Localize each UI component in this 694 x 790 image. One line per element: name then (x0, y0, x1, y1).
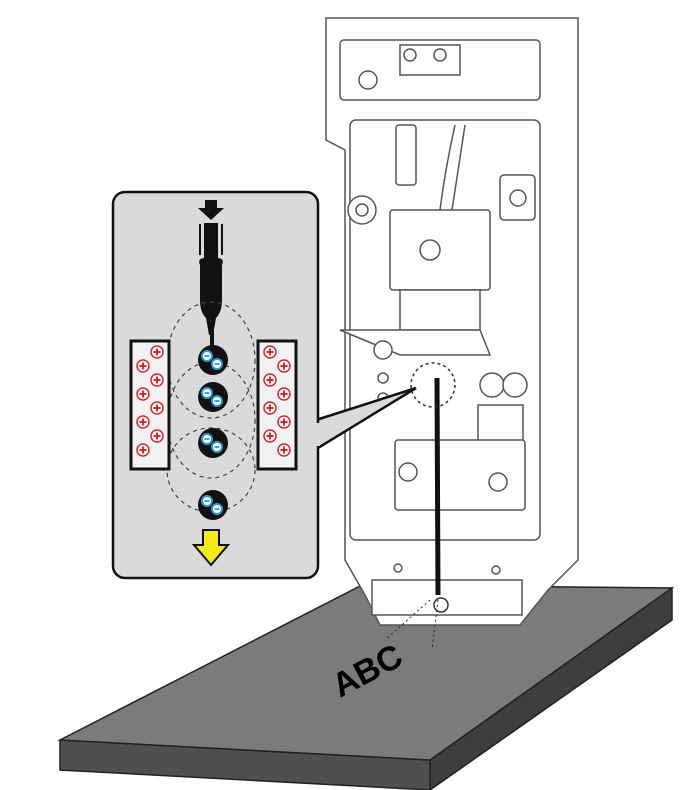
valve (395, 124, 417, 186)
positive-charge-icon (277, 359, 291, 373)
negative-charge-icon (211, 358, 223, 370)
screw-icon (419, 239, 441, 261)
positive-charge-icon (263, 345, 277, 359)
positive-charge-icon (136, 415, 150, 429)
positive-charge-icon (263, 401, 277, 415)
screw-icon (509, 189, 527, 207)
ink-stream (434, 377, 441, 596)
print-head-body (325, 17, 579, 626)
ink-tube (451, 124, 466, 211)
screw-icon (398, 462, 418, 482)
positive-charge-icon (263, 373, 277, 387)
screw-icon (373, 340, 393, 360)
positive-charge-icon (136, 359, 150, 373)
projection-line (384, 599, 431, 641)
positive-charge-icon (277, 443, 291, 457)
screw-icon (393, 563, 403, 573)
negative-charge-icon (211, 503, 223, 515)
ink-tube (439, 124, 456, 211)
gutter-catch (433, 597, 449, 613)
positive-charge-icon (277, 415, 291, 429)
negative-charge-icon (201, 433, 213, 445)
nozzle-bore (204, 223, 218, 258)
negative-charge-icon (201, 387, 213, 399)
roller (502, 372, 528, 398)
positive-charge-icon (150, 345, 164, 359)
charged-droplet (198, 382, 228, 412)
positive-charge-icon (150, 429, 164, 443)
negative-charge-icon (211, 395, 223, 407)
charged-droplet (198, 345, 228, 375)
nozzle-block (399, 289, 481, 331)
deflector-box (477, 404, 524, 446)
nozzle (199, 224, 223, 255)
positive-charge-icon (277, 387, 291, 401)
focus-circle (410, 362, 456, 408)
ink-jet (199, 258, 223, 335)
substrate-plate (57, 584, 675, 790)
input-arrow-icon (198, 200, 224, 220)
negative-charge-icon (211, 441, 223, 453)
screw-icon (491, 565, 501, 575)
negative-charge-icon (201, 350, 213, 362)
charged-droplet (198, 428, 228, 458)
charged-droplet (198, 490, 228, 520)
positive-charge-icon (136, 443, 150, 457)
roller (479, 372, 505, 398)
positive-charge-icon (263, 429, 277, 443)
gutter-block (394, 439, 526, 511)
screw-icon (403, 48, 417, 62)
screw-icon (377, 372, 389, 384)
positive-charge-icon (150, 373, 164, 387)
droplet-charging-inset (111, 190, 320, 580)
screw-icon (488, 472, 508, 492)
screw-icon (433, 48, 447, 62)
plate-top-face (57, 584, 675, 761)
positive-charge-icon (150, 401, 164, 415)
positive-charge-icon (136, 387, 150, 401)
projection-line (431, 599, 439, 651)
jet-neck (210, 330, 214, 355)
screw-icon (355, 203, 369, 217)
screw-icon (358, 70, 378, 90)
negative-charge-icon (201, 495, 213, 507)
output-arrow-icon (191, 529, 231, 567)
